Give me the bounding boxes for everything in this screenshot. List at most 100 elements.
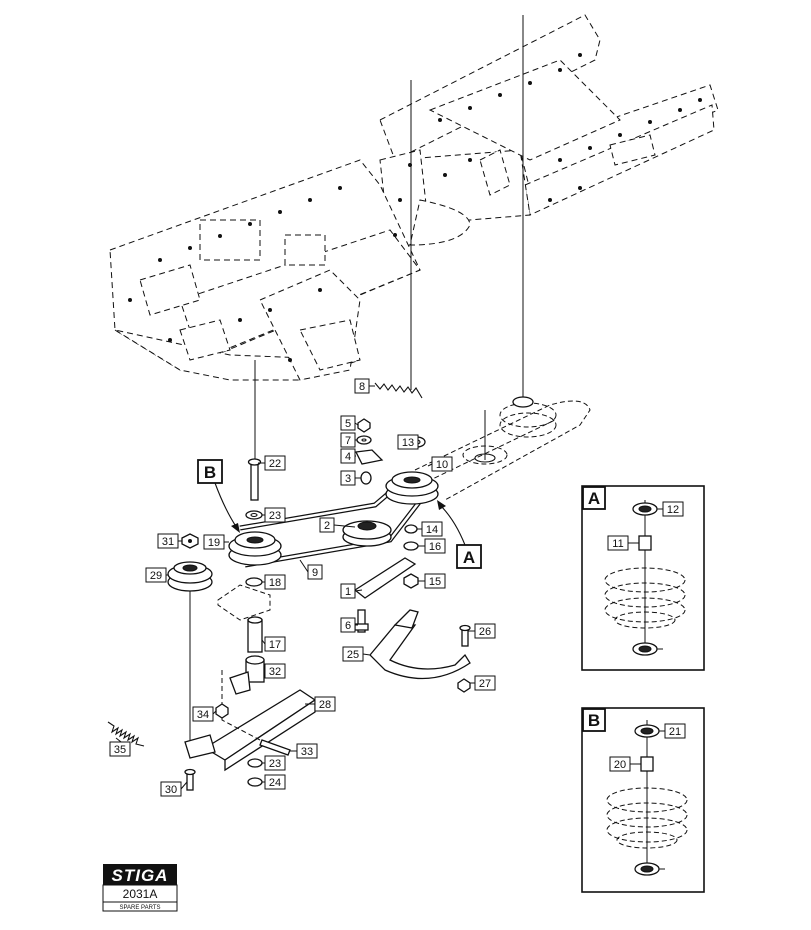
callout-leader [180,781,188,790]
callout-number: 29 [150,570,162,582]
callout-5: 5 [340,415,359,431]
callout-30: 30 [160,781,188,797]
callout-box [662,501,684,517]
callout-box [264,455,286,471]
deck-pulley-right [499,396,557,438]
callout-number: 2 [324,520,330,532]
callout-leader [427,463,433,467]
callout-box [342,646,364,662]
nut-27 [457,678,471,693]
callout-number: 28 [319,699,331,711]
bracket-end [184,734,216,759]
callout-box [340,470,356,486]
callout-number: 7 [345,435,351,447]
callout-8: 8 [354,378,375,394]
sleeve-32 [229,655,265,695]
callout-32: 32 [264,663,286,679]
callout-number: 35 [114,744,126,756]
callout-box [192,706,214,722]
callout-number: 15 [429,576,441,588]
callout-leader [362,653,371,656]
callout-number: 20 [614,759,626,771]
callout-12: 12 [657,501,684,517]
bracket-25 [369,609,471,680]
svg-text:A: A [588,489,600,508]
pulley-10 [385,471,439,505]
svg-text:B: B [204,463,216,482]
nut-5 [357,418,371,433]
detail-arrow-b [214,482,240,533]
callout-number: 6 [345,620,351,632]
callout-2: 2 [319,517,356,533]
callout-box [340,432,356,448]
callout-box [431,456,453,472]
callout-box [421,521,443,537]
logo-brand: STIGA [112,866,169,885]
callout-number: 31 [162,536,174,548]
callout-box [160,781,182,797]
spacer-3 [360,471,372,485]
callout-box [157,533,179,549]
callout-10: 10 [427,456,453,472]
callout-number: 1 [345,586,351,598]
callout-17: 17 [261,636,286,652]
svg-text:B: B [588,711,600,730]
shaft-17 [247,616,263,653]
callout-number: 27 [479,678,491,690]
bolt-22 [247,458,262,501]
callout-23: 23 [262,507,286,523]
callout-number: 8 [359,381,365,393]
callout-box [203,534,225,550]
callout-3: 3 [340,470,361,486]
callout-number: 12 [667,504,679,516]
callout-box [424,538,446,554]
callout-leader [299,559,309,573]
callout-27: 27 [470,675,496,691]
detail-arrow-a [437,500,466,546]
bolt-6 [354,609,369,633]
callout-20: 20 [609,756,631,772]
callout-number: 30 [165,784,177,796]
callout-number: 33 [301,746,313,758]
callout-box [264,507,286,523]
nut-34 [215,703,229,719]
callout-box [340,583,356,599]
callout-box [609,756,631,772]
callout-13: 13 [397,434,419,450]
callout-number: 9 [312,567,318,579]
callout-number: 32 [269,666,281,678]
callout-box [664,723,686,739]
bolt-30 [184,768,196,791]
callout-number: 10 [436,459,448,471]
callout-7: 7 [340,432,357,448]
callout-number: 23 [269,758,281,770]
callout-33: 33 [290,743,318,759]
callout-box [340,617,356,633]
callout-box [145,567,167,583]
stiga-logo: STIGA 2031A SPARE PARTS [102,864,178,912]
inset-detail-b: B [581,707,705,893]
callout-box [354,378,370,394]
bolt-33 [259,739,291,756]
callout-number: 18 [269,577,281,589]
callout-box [314,696,336,712]
callout-14: 14 [417,521,443,537]
callout-box [264,574,286,590]
washer-16 [403,541,419,551]
callout-25: 25 [342,646,371,662]
callout-box [397,434,419,450]
callout-box [264,636,286,652]
callout-number: 14 [426,524,438,536]
callout-number: 23 [269,510,281,522]
washer-23-top [245,510,263,520]
callout-number: 22 [269,458,281,470]
callout-number: 17 [269,639,281,651]
detail-label-a: A [456,544,482,569]
callout-box [264,755,286,771]
washer-18 [245,577,263,587]
callout-leader [333,524,356,528]
pulley-2 [342,520,392,547]
frame-holes [128,53,702,362]
bracket-4 [355,449,384,465]
